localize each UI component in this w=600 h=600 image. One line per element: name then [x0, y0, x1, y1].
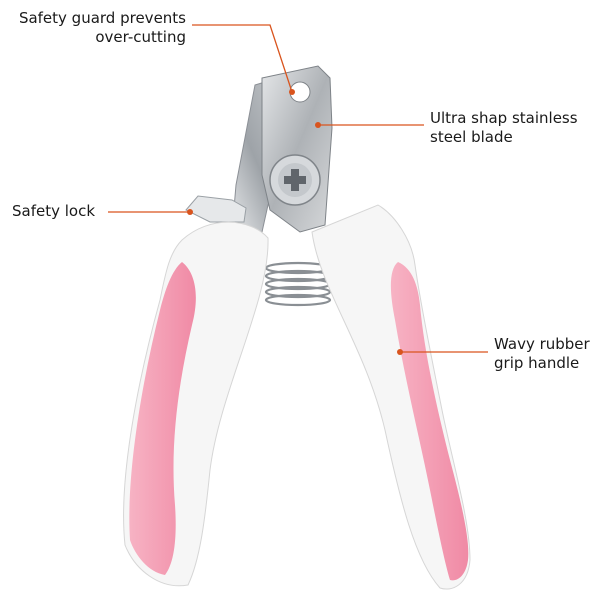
right-grip	[390, 262, 469, 581]
screw-icon	[269, 154, 321, 206]
right-handle	[311, 204, 471, 590]
callout-blade: Ultra shap stainless steel blade	[430, 109, 578, 147]
leader-safety-guard	[192, 24, 293, 93]
safety-lock-tab	[185, 195, 247, 223]
left-grip	[129, 262, 196, 575]
leader-lines	[108, 24, 488, 353]
callout-blade-line1: Ultra shap stainless	[430, 109, 578, 127]
callout-safety-lock-line1: Safety lock	[12, 202, 96, 220]
callout-grip-line1: Wavy rubber	[494, 335, 590, 353]
callout-safety-guard-line2: over-cutting	[95, 28, 186, 46]
leader-dots	[187, 89, 403, 355]
callout-grip-line2: grip handle	[494, 354, 580, 372]
callout-blade-line2: steel blade	[430, 128, 513, 146]
spring-icon	[264, 261, 332, 307]
callout-grip: Wavy rubber grip handle	[494, 335, 590, 373]
callout-safety-lock: Safety lock	[12, 202, 95, 221]
callout-safety-guard-line1: Safety guard prevents	[18, 9, 186, 27]
callout-safety-guard: Safety guard prevents over-cutting	[6, 9, 186, 47]
